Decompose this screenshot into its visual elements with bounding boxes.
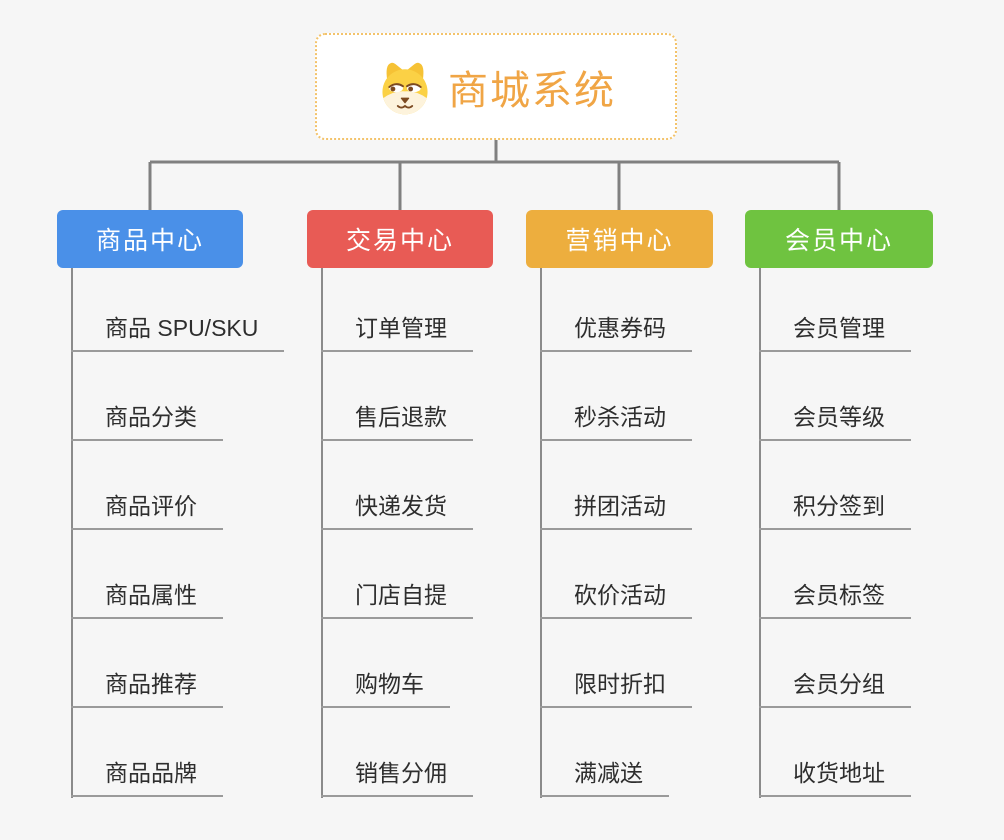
child-node[interactable]: 售后退款 bbox=[321, 398, 473, 441]
child-node[interactable]: 门店自提 bbox=[321, 576, 473, 619]
child-node[interactable]: 会员标签 bbox=[759, 576, 911, 619]
branch-label: 会员中心 bbox=[784, 227, 893, 255]
root-node[interactable]: 商城系统 bbox=[315, 33, 677, 140]
child-node[interactable]: 商品品牌 bbox=[71, 754, 223, 797]
branch-header-trade-center[interactable]: 交易中心 bbox=[307, 210, 493, 268]
branch-column-trade-center: 订单管理 售后退款 快递发货 门店自提 购物车 销售分佣 bbox=[321, 263, 571, 797]
child-node[interactable]: 砍价活动 bbox=[540, 576, 692, 619]
child-node[interactable]: 会员等级 bbox=[759, 398, 911, 441]
child-node[interactable]: 商品评价 bbox=[71, 487, 223, 530]
branch-header-member-center[interactable]: 会员中心 bbox=[745, 210, 933, 268]
branch-header-product-center[interactable]: 商品中心 bbox=[57, 210, 243, 268]
branch-header-marketing-center[interactable]: 营销中心 bbox=[526, 210, 713, 268]
dog-face-icon bbox=[382, 62, 428, 114]
child-node[interactable]: 满减送 bbox=[540, 754, 669, 797]
branch-column-marketing-center: 优惠券码 秒杀活动 拼团活动 砍价活动 限时折扣 满减送 bbox=[540, 263, 790, 797]
child-node[interactable]: 积分签到 bbox=[759, 487, 911, 530]
branch-label: 商品中心 bbox=[95, 227, 204, 255]
child-node[interactable]: 限时折扣 bbox=[540, 665, 692, 708]
child-node[interactable]: 销售分佣 bbox=[321, 754, 473, 797]
child-node[interactable]: 优惠券码 bbox=[540, 309, 692, 352]
child-node[interactable]: 商品属性 bbox=[71, 576, 223, 619]
child-node[interactable]: 快递发货 bbox=[321, 487, 473, 530]
child-node[interactable]: 收货地址 bbox=[759, 754, 911, 797]
branch-column-product-center: 商品 SPU/SKU 商品分类 商品评价 商品属性 商品推荐 商品品牌 bbox=[71, 263, 321, 797]
child-node[interactable]: 购物车 bbox=[321, 665, 450, 708]
child-node[interactable]: 会员管理 bbox=[759, 309, 911, 352]
branch-column-member-center: 会员管理 会员等级 积分签到 会员标签 会员分组 收货地址 bbox=[759, 263, 1004, 797]
child-node[interactable]: 商品 SPU/SKU bbox=[71, 309, 285, 352]
child-node[interactable]: 拼团活动 bbox=[540, 487, 692, 530]
branch-label: 营销中心 bbox=[565, 227, 674, 255]
root-title: 商城系统 bbox=[448, 68, 616, 113]
branch-label: 交易中心 bbox=[345, 227, 454, 255]
child-node[interactable]: 会员分组 bbox=[759, 665, 911, 708]
child-node[interactable]: 订单管理 bbox=[321, 309, 473, 352]
child-node[interactable]: 秒杀活动 bbox=[540, 398, 692, 441]
child-node[interactable]: 商品分类 bbox=[71, 398, 223, 441]
child-node[interactable]: 商品推荐 bbox=[71, 665, 223, 708]
